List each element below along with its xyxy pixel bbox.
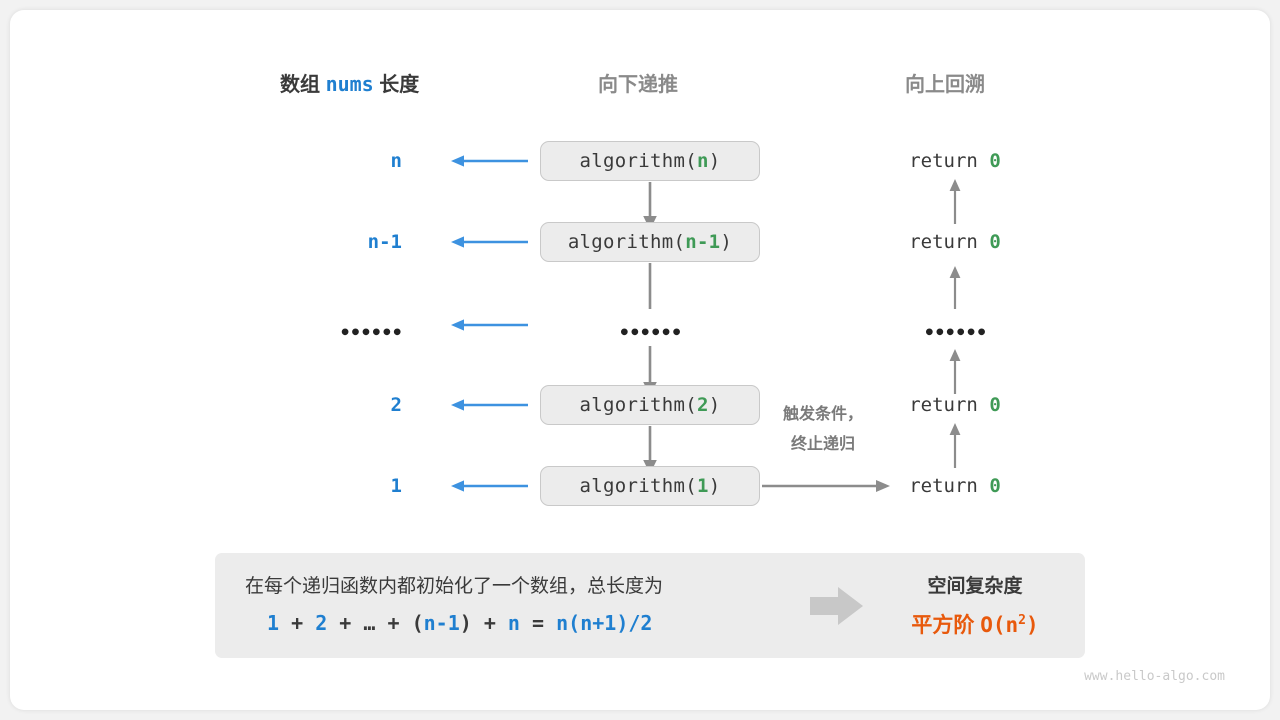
call-prefix-row-1: algorithm(: [579, 150, 697, 172]
termination-note: 触发条件， 终止递归: [758, 400, 888, 460]
formula-op-3: +: [387, 611, 400, 635]
call-suffix-row-4: ): [708, 394, 721, 416]
call-arg-row-5: 1: [696, 475, 709, 497]
call-box-row-2: algorithm(n-1): [540, 222, 760, 262]
header-downward-recursion: 向下递推: [598, 74, 678, 96]
base-case-arrow: [762, 480, 890, 492]
length-label-row-5: 1: [390, 475, 402, 497]
call-suffix-row-2: ): [720, 231, 733, 253]
call-arg-row-2: n-1: [685, 231, 721, 253]
termination-note-line-2: 终止递归: [790, 436, 855, 453]
complexity-exponent: 2: [1018, 613, 1026, 628]
call-box-row-1: algorithm(n): [540, 141, 760, 181]
formula-op-2: +: [339, 611, 352, 635]
complexity-notation: O(n2): [980, 613, 1038, 637]
header-left-mono: nums: [325, 72, 374, 96]
call-box-row-5: algorithm(1): [540, 466, 760, 506]
header-array-length: 数组 nums 长度: [280, 68, 419, 97]
length-label-row-4: 2: [390, 394, 402, 416]
up-arrow-dots-to-row-2: [949, 266, 961, 309]
space-complexity-title: 空间复杂度: [927, 576, 1023, 597]
formula-term-2: 2: [315, 611, 328, 635]
right-block-arrow-icon: [810, 587, 863, 625]
formula-term-5: n: [507, 611, 520, 635]
return-text-row-5: return: [909, 475, 978, 497]
return-text-row-1: return: [909, 150, 978, 172]
formula-paren-open: (: [411, 611, 424, 635]
formula-ellipsis: …: [363, 611, 376, 635]
summary-description: 在每个递归函数内都初始化了一个数组，总长度为: [245, 576, 664, 597]
ellipsis-left: ••••••: [339, 322, 403, 344]
complexity-label: 平方阶: [911, 614, 975, 637]
call-arg-row-4: 2: [696, 394, 709, 416]
summary-panel: 在每个递归函数内都初始化了一个数组，总长度为 1 + 2 + … + (n-1)…: [215, 553, 1085, 658]
return-label-row-4: return 0: [865, 394, 1045, 416]
header-upward-backtrack: 向上回溯: [905, 74, 985, 96]
formula-op-1: +: [291, 611, 304, 635]
complexity-notation-base: O(n: [980, 613, 1019, 637]
return-text-row-2: return: [909, 231, 978, 253]
blue-arrow-row-4: [451, 399, 528, 411]
complexity-notation-close: ): [1025, 613, 1039, 637]
up-arrow-row-5-to-4: [949, 423, 961, 468]
formula-term-4: n-1: [423, 611, 460, 635]
return-value-row-4: 0: [989, 394, 1001, 416]
call-arg-row-1: n: [696, 150, 709, 172]
formula-result: n(n+1)/2: [556, 611, 653, 635]
formula-term-1: 1: [267, 611, 280, 635]
formula-paren-close: ): [459, 611, 472, 635]
ellipsis-right: ••••••: [923, 322, 988, 344]
down-arrow-2-to-dots: [648, 263, 652, 309]
formula-equals: =: [532, 611, 545, 635]
return-value-row-5: 0: [989, 475, 1001, 497]
blue-arrow-row-1: [451, 155, 528, 167]
summary-formula: 1 + 2 + … + (n-1) + n = n(n+1)/2: [267, 611, 652, 635]
up-arrow-row-4-to-dots: [949, 349, 961, 394]
blue-arrow-row-5: [451, 480, 528, 492]
diagram-card: 数组 nums 长度 向下递推 向上回溯 n algorithm(n) retu…: [10, 10, 1270, 710]
watermark: www.hello-algo.com: [1084, 669, 1225, 684]
length-label-row-1: n: [390, 150, 402, 172]
up-arrow-row-2-to-1: [949, 179, 961, 224]
call-suffix-row-5: ): [708, 475, 721, 497]
length-label-row-2: n-1: [367, 231, 402, 253]
return-label-row-1: return 0: [865, 150, 1045, 172]
return-value-row-1: 0: [989, 150, 1001, 172]
call-suffix-row-1: ): [708, 150, 721, 172]
termination-note-line-1: 触发条件，: [782, 406, 863, 423]
blue-arrow-row-3: [451, 319, 528, 331]
return-label-row-2: return 0: [865, 231, 1045, 253]
call-box-row-4: algorithm(2): [540, 385, 760, 425]
header-left-prefix: 数组: [280, 74, 320, 96]
ellipsis-middle: ••••••: [618, 322, 683, 344]
call-prefix-row-5: algorithm(: [579, 475, 697, 497]
space-complexity-value: 平方阶 O(n2): [875, 609, 1075, 639]
call-prefix-row-4: algorithm(: [579, 394, 697, 416]
call-prefix-row-2: algorithm(: [567, 231, 686, 253]
return-label-row-5: return 0: [865, 475, 1045, 497]
header-left-suffix: 长度: [379, 74, 420, 96]
blue-arrow-row-2: [451, 236, 528, 248]
return-text-row-4: return: [909, 394, 978, 416]
formula-op-4: +: [483, 611, 496, 635]
return-value-row-2: 0: [989, 231, 1001, 253]
